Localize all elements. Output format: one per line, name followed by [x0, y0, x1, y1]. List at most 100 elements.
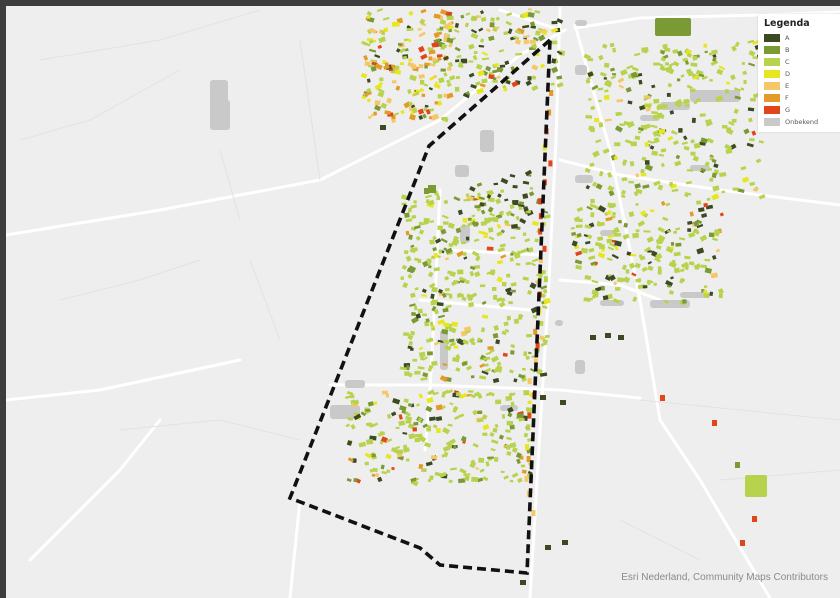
- building: [428, 271, 434, 278]
- building: [412, 358, 418, 362]
- building: [418, 114, 424, 121]
- building: [538, 198, 542, 205]
- building: [452, 235, 459, 242]
- building: [418, 45, 425, 53]
- building: [448, 479, 453, 484]
- building: [471, 250, 480, 257]
- building: [366, 87, 372, 93]
- building: [496, 276, 503, 283]
- building: [467, 223, 471, 226]
- building: [628, 211, 635, 218]
- building: [441, 214, 449, 220]
- building: [447, 222, 455, 229]
- building: [511, 472, 519, 478]
- building: [629, 160, 635, 167]
- building: [398, 414, 403, 420]
- building: [428, 364, 434, 369]
- building: [472, 443, 479, 448]
- building: [740, 540, 745, 546]
- building: [443, 93, 448, 98]
- building: [477, 192, 481, 197]
- building: [505, 79, 511, 85]
- building: [651, 110, 658, 115]
- building: [606, 238, 613, 244]
- building: [400, 110, 405, 115]
- building: [504, 60, 510, 66]
- building: [446, 82, 452, 87]
- building: [665, 246, 674, 254]
- building: [595, 139, 602, 144]
- building: [614, 125, 623, 133]
- building: [510, 212, 515, 217]
- building: [575, 250, 583, 257]
- building: [429, 475, 434, 481]
- building: [589, 162, 595, 167]
- building: [477, 418, 484, 423]
- building: [588, 98, 592, 101]
- building: [429, 239, 435, 245]
- building: [498, 434, 505, 440]
- building: [494, 423, 499, 429]
- building: [660, 162, 665, 168]
- building: [737, 188, 745, 194]
- building: [429, 282, 436, 289]
- building: [442, 338, 450, 345]
- building: [479, 38, 485, 43]
- building: [457, 269, 464, 275]
- building: [422, 221, 429, 226]
- building: [410, 104, 416, 109]
- building: [523, 351, 528, 357]
- building: [525, 355, 530, 361]
- building: [407, 403, 413, 408]
- building: [424, 104, 429, 108]
- building: [634, 183, 641, 189]
- building: [653, 180, 661, 187]
- building: [532, 314, 538, 319]
- map-view[interactable]: Legenda A B C D: [6, 6, 840, 598]
- building: [509, 369, 514, 374]
- building: [466, 293, 473, 299]
- building: [529, 282, 537, 290]
- building: [488, 71, 494, 76]
- building: [698, 207, 705, 213]
- building: [385, 453, 392, 460]
- building: [586, 205, 593, 211]
- building: [586, 234, 593, 240]
- building: [626, 120, 635, 129]
- building: [527, 76, 532, 81]
- building: [480, 209, 486, 215]
- building: [598, 122, 604, 128]
- building: [445, 440, 453, 446]
- building: [446, 66, 452, 72]
- building: [588, 255, 596, 261]
- building: [528, 351, 532, 355]
- building: [433, 13, 441, 19]
- plan-area-boundary[interactable]: [287, 35, 552, 575]
- building: [432, 246, 437, 252]
- building: [621, 264, 627, 271]
- field-boundary: [639, 399, 840, 421]
- building: [462, 92, 470, 99]
- building: [420, 377, 428, 381]
- building: [459, 280, 465, 284]
- building: [497, 193, 502, 198]
- building: [421, 294, 427, 297]
- building: [402, 55, 408, 60]
- building: [500, 177, 509, 185]
- building: [486, 246, 494, 251]
- building: [454, 86, 460, 92]
- building: [404, 411, 411, 417]
- building: [630, 253, 637, 257]
- building: [418, 31, 426, 38]
- building: [551, 20, 558, 25]
- building: [432, 235, 437, 241]
- building: [612, 229, 618, 235]
- building: [703, 202, 708, 208]
- building: [426, 337, 434, 343]
- building: [655, 133, 661, 138]
- building: [749, 181, 756, 187]
- building: [453, 345, 459, 349]
- building: [721, 125, 728, 129]
- building: [712, 420, 717, 426]
- building: [492, 332, 499, 339]
